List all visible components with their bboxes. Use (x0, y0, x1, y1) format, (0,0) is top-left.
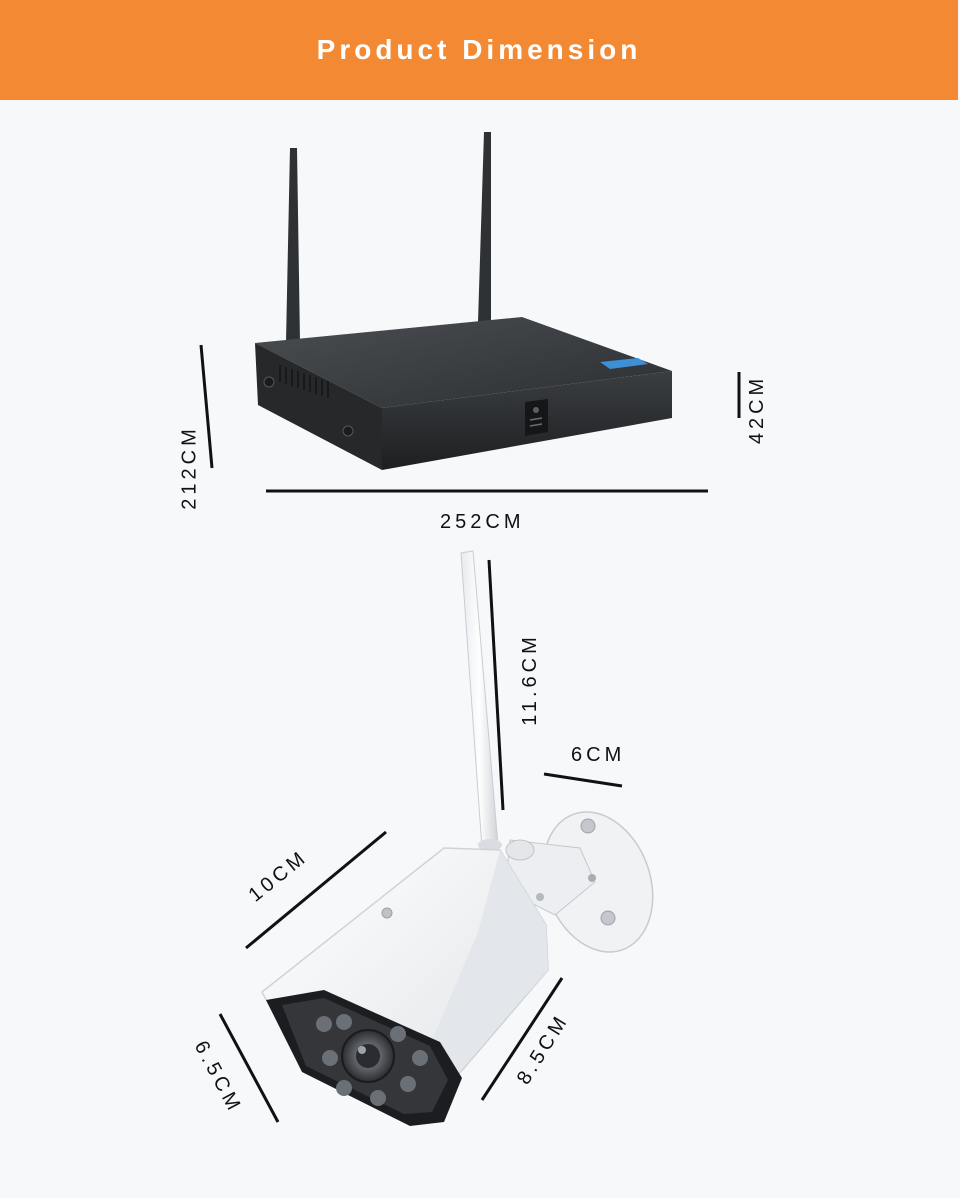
mount-width-label: 6CM (571, 744, 626, 766)
header-banner: Product Dimension (0, 0, 958, 100)
nvr-height-line (199, 344, 214, 469)
mount-width-line (543, 772, 623, 788)
lens-height-line (218, 1013, 280, 1123)
nvr-recorder (255, 317, 672, 470)
camera-lens (266, 990, 462, 1126)
body-length-line (245, 830, 387, 950)
page-title: Product Dimension (316, 34, 642, 65)
nvr-antenna-left (286, 148, 300, 342)
antenna-length-line (487, 559, 505, 811)
camera-antenna (460, 550, 502, 851)
nvr-width-label: 252CM (440, 511, 525, 533)
nvr-height-label: 212CM (178, 425, 201, 510)
antenna-length-label: 11.6CM (518, 633, 541, 726)
nvr-antenna-right (478, 132, 491, 322)
nvr-depth-label: 42CM (746, 374, 769, 445)
body-height-line (480, 977, 564, 1101)
